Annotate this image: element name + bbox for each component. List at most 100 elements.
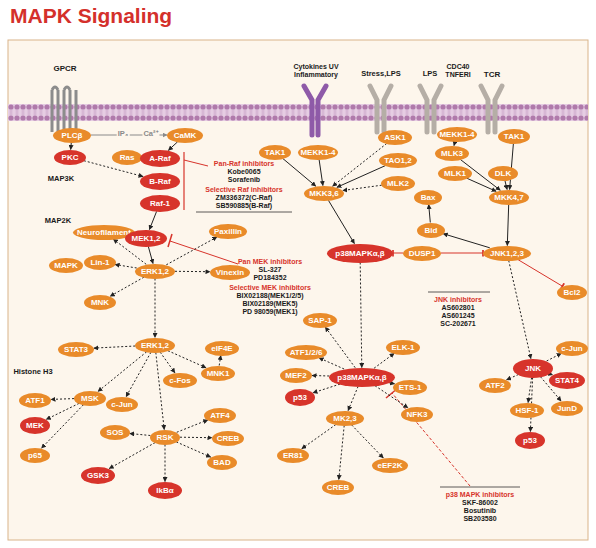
text-label: MAP3K [48,175,74,184]
connector [352,425,384,458]
node-label: MLK2 [387,179,409,188]
protein-node: ATF2 [479,378,511,393]
protein-node: STAT3 [58,342,94,357]
protein-node: c-Jun [556,341,588,356]
text-label: PD184352 [253,274,286,282]
text-label: ZM336372(C-Raf) [216,194,273,202]
node-label: HSF-1 [515,406,538,415]
connector [549,374,553,375]
connector [180,437,212,439]
connector [177,420,208,432]
node-label: B-Raf [149,177,170,186]
connector [168,351,206,368]
node-label: ATF2 [485,381,504,390]
protein-node: Lin-1 [84,255,116,270]
node-label: IkBα [156,486,173,495]
protein-node: JunD [551,401,583,416]
protein-node: NFK3 [401,407,433,422]
connector [505,180,507,189]
text-label: TCR [484,70,500,79]
protein-node: JNK [513,359,553,378]
connector [148,246,153,263]
node-label: SAP-1 [308,316,332,325]
cell-membrane [8,104,588,121]
text-label: Pan MEK inhibitors [238,258,302,266]
connector [156,353,164,430]
node-label: CREB [217,434,240,443]
connector [507,205,508,246]
node-label: ERK1,2 [141,267,169,276]
connector [325,327,355,368]
protein-node: HSF-1 [510,403,544,418]
node-label: MKK3,6 [309,189,338,198]
protein-node: MEK1,2 [125,230,167,247]
node-label: TAO1,2 [384,156,411,165]
connector [42,405,84,448]
inhibitor-bar [183,152,184,210]
protein-node: Ras [112,150,142,165]
node-label: p38MAPKα,β [335,249,384,258]
connector [467,178,496,191]
protein-node: ATF1/2/6 [285,345,327,360]
node-label: RSK [157,433,174,442]
text-label: MAP2K [45,217,71,226]
text-label: SB203580 [463,515,496,523]
node-label: MNK [91,298,109,307]
node-label: MNK1 [207,369,230,378]
protein-node: p53 [515,432,545,449]
connector [374,353,394,368]
divider-line [428,292,490,293]
node-label: MLK3 [441,149,463,158]
protein-node: eIF4E [205,341,239,356]
connector [507,375,519,380]
node-label: TAK1 [504,132,524,141]
connector [312,375,329,377]
connector [343,185,382,190]
connector [510,144,514,190]
node-label: Neurofilament [77,228,131,237]
node-label: JunD [557,404,577,413]
text-label: Bosutinib [464,507,496,515]
divider-line [440,487,520,488]
connector [168,142,177,151]
protein-node: ASK1 [378,130,412,145]
node-label: TAK1 [265,148,285,157]
connector [389,383,395,384]
protein-node: MNK1 [201,366,235,381]
node-label: PLCβ [62,131,83,140]
text-label: AS601245 [441,312,474,320]
connector [509,261,531,359]
protein-node: DLK [488,166,518,181]
protein-node: c-Fos [163,373,197,388]
node-label: STAT3 [64,345,88,354]
connector [91,135,167,136]
connector [319,160,323,186]
inhibitor-line [392,393,470,486]
protein-node: CREB [212,431,244,446]
connector [393,253,403,254]
text-label: Selective MEK inhibitors [229,284,311,292]
cytokine-receptor [304,86,326,135]
node-label: MSK [81,394,99,403]
node-label: c-Jun [561,344,582,353]
protein-node: RSK [150,430,180,445]
text-label: CDC40 TNFERI [442,63,474,79]
protein-node: SOS [100,425,130,440]
node-label: MLK1 [444,169,466,178]
text-label: Ca²⁺ [142,130,159,139]
connector [84,161,143,177]
connector [175,271,210,272]
connector [165,445,166,482]
text-label: LPS [423,70,438,79]
connector [110,277,144,296]
connector [130,434,151,436]
protein-node: GSK3 [81,467,115,484]
connector [528,378,532,403]
protein-node: PKC [54,150,86,165]
protein-node: A-Raf [140,150,180,167]
protein-node: MLK1 [438,166,472,181]
node-label: Bcl2 [564,288,581,297]
connector [360,263,362,368]
node-label: p65 [28,451,42,460]
protein-node: Bax [414,190,442,205]
